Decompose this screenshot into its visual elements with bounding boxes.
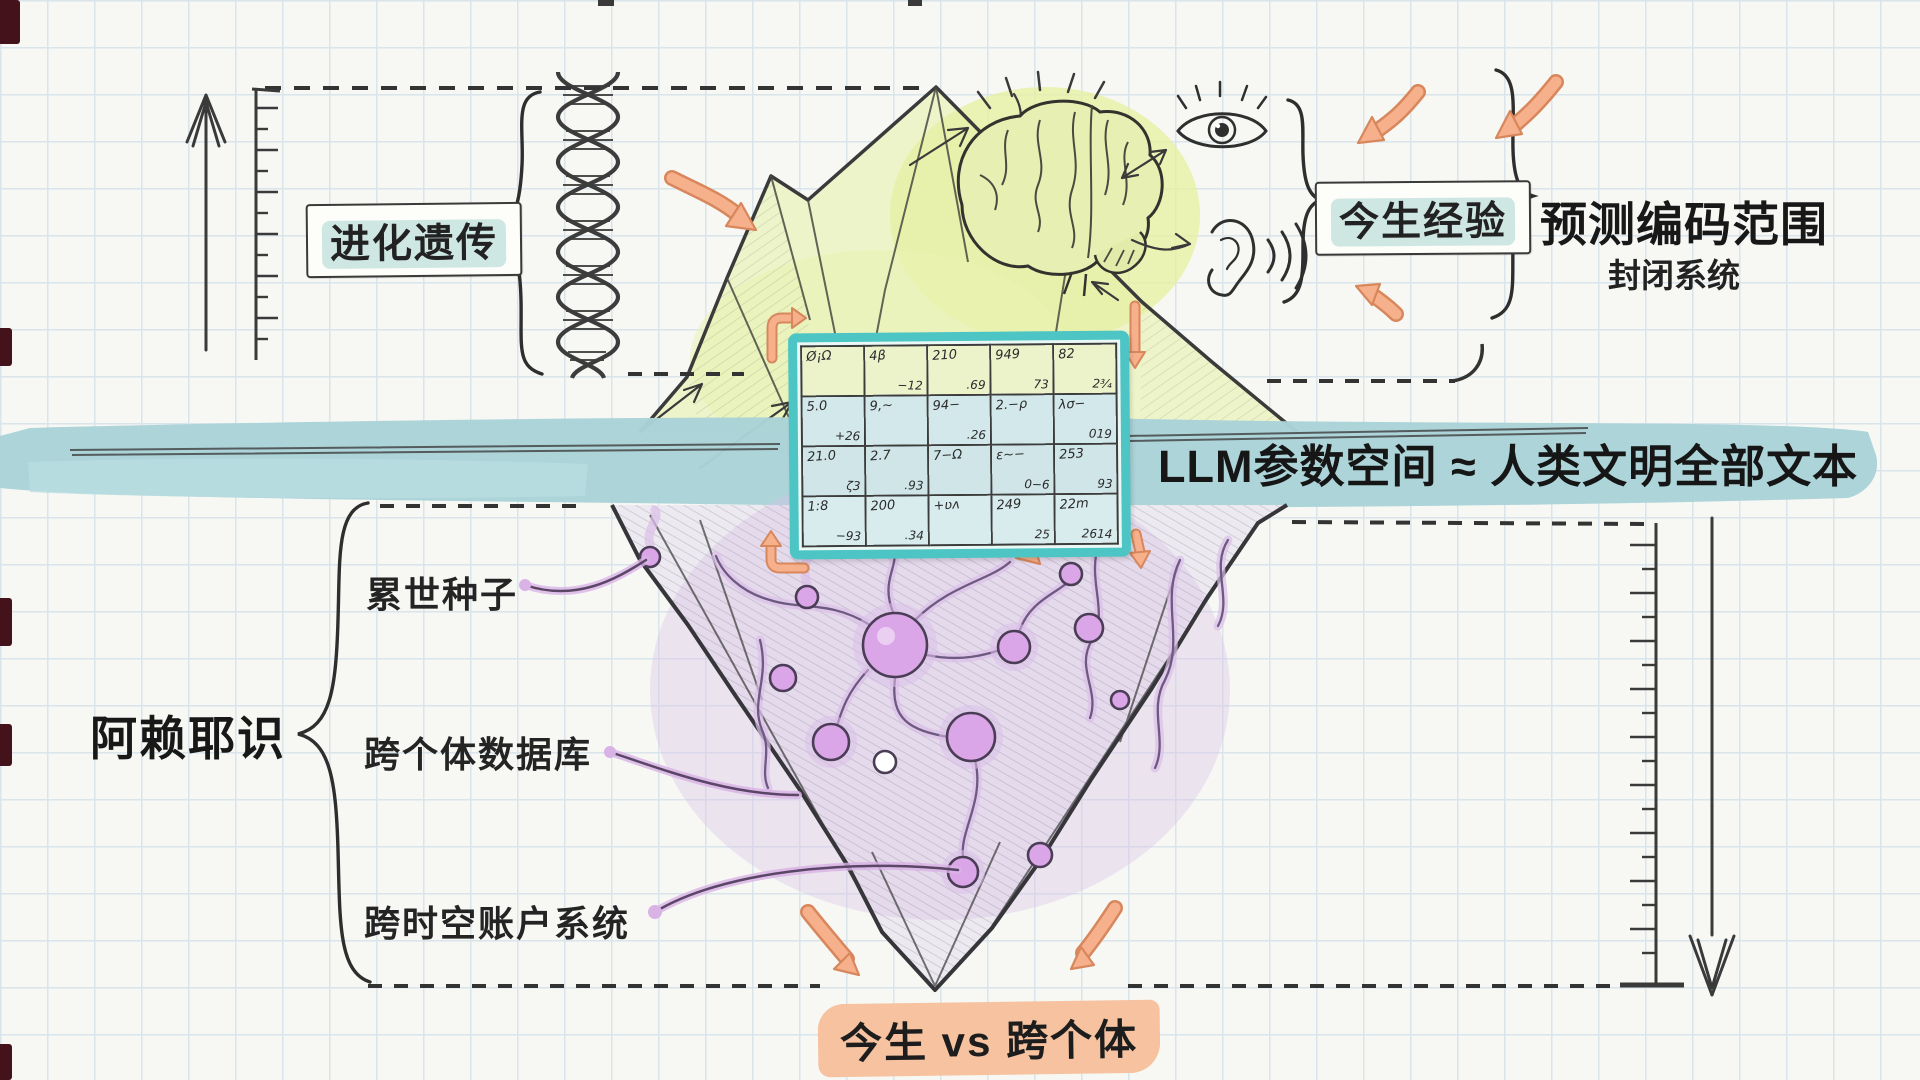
label-connectors	[519, 556, 962, 919]
edge-mark	[0, 0, 20, 44]
present-experience-label: 今生经验	[1314, 180, 1532, 256]
radiance-dashes	[976, 70, 1106, 110]
matrix-cell: 1:8−93	[802, 495, 866, 547]
matrix-cell: 200.34	[865, 495, 929, 546]
waterline-caption: LLM参数空间 ≈ 人类文明全部文本	[1158, 441, 1859, 492]
sense-arrows	[1090, 148, 1192, 302]
edge-mark	[0, 1044, 12, 1080]
ruler-right	[1620, 523, 1684, 988]
matrix-cell: 7−Ω	[928, 444, 992, 496]
present-experience-text: 今生经验	[1330, 197, 1516, 247]
matrix-cell: 5.0+26	[801, 395, 866, 447]
evolution-heredity-text: 进化遗传	[321, 219, 507, 269]
seeds-label: 累世种子	[366, 574, 519, 615]
matrix-cell: 2.7.93	[865, 445, 929, 496]
evolution-heredity-label: 进化遗传	[305, 201, 523, 279]
matrix-cell: +ʋʌ	[928, 494, 992, 546]
brace-alaya	[297, 501, 372, 984]
matrix-cell: ε~−0−6	[990, 444, 1055, 495]
ruler-left	[251, 87, 281, 360]
edge-mark	[0, 598, 12, 646]
network-nodes	[638, 545, 1131, 894]
bottom-caption-text: 今生 vs 跨个体	[839, 1015, 1139, 1068]
cross-spacetime-account-label: 跨时空账户系统	[364, 903, 631, 944]
dna-helix-icon	[555, 71, 621, 380]
cross-individual-db-label: 跨个体数据库	[364, 734, 593, 775]
bottom-caption: 今生 vs 跨个体	[817, 999, 1161, 1078]
top-tick-mark	[598, 0, 614, 6]
brace-scope	[1490, 68, 1539, 320]
matrix-cell: 4β−12	[864, 345, 928, 396]
predictive-coding-scope-title: 预测编码范围	[1540, 198, 1828, 251]
matrix-cell: 210.69	[927, 344, 991, 396]
top-tick-mark	[908, 0, 922, 6]
matrix-cell: 2.−ρ	[990, 394, 1054, 445]
bottom-caption-highlight: 今生 vs 跨个体	[817, 999, 1161, 1078]
matrix-cell: λσ−019	[1053, 393, 1117, 445]
edge-mark	[0, 328, 12, 366]
matrix-cell: 94−.26	[927, 394, 991, 446]
seed-network	[519, 505, 1233, 919]
measure-arrow-up	[185, 93, 227, 352]
matrix-cell: Ø¡Ω	[801, 345, 865, 397]
brain-icon	[956, 70, 1192, 302]
eye-icon	[1176, 80, 1268, 149]
edge-mark	[0, 724, 12, 766]
closed-system-subtitle: 封闭系统	[1608, 257, 1740, 294]
alaya-vijnana-title: 阿赖耶识	[90, 712, 286, 765]
ear-sound-waves-icon	[1207, 219, 1308, 297]
matrix-cell: 9,~	[864, 395, 929, 446]
measure-arrow-down	[1688, 516, 1736, 997]
dashed-boundaries	[265, 86, 1649, 988]
